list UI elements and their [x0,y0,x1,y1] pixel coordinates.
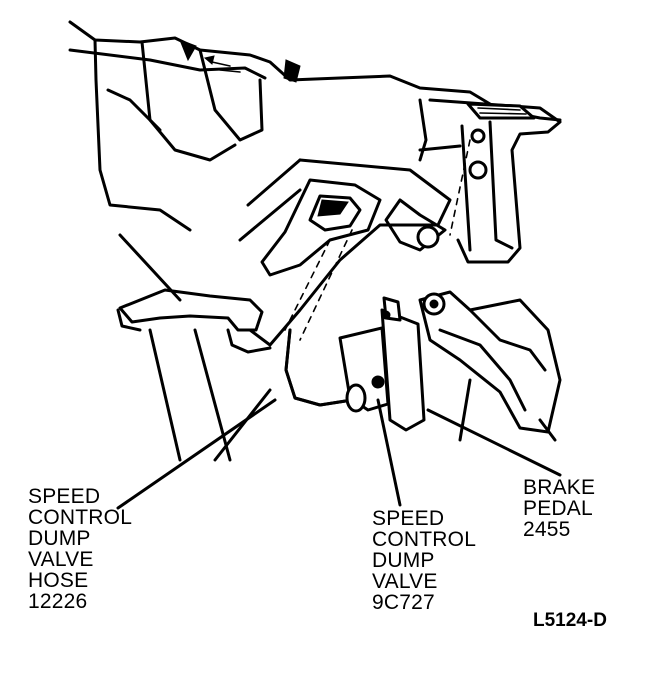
valve-label-line: VALVE [372,570,438,593]
leader-lines [116,398,562,510]
hose-label-line: CONTROL [28,506,133,529]
pedal-part-number: 2455 [523,518,571,541]
valve-part-number: 9C727 [372,591,435,614]
hose-part-number: 12226 [28,590,88,613]
lower-flange [116,288,272,354]
hose-label-line: DUMP [28,527,91,550]
valve-leader-line [376,398,402,507]
dump-valve-body [338,198,447,432]
pedal-support-bracket [418,98,562,264]
valve-label-line: DUMP [372,549,435,572]
pedal-label-line: BRAKE [523,476,596,499]
hose-label-line: VALVE [28,548,94,571]
figure-id: L5124-D [533,610,607,631]
dump-valve-hose [284,328,367,413]
hose-label-line: SPEED [28,485,101,508]
pedal-label-line: PEDAL [523,497,593,520]
valve-label-line: CONTROL [372,528,477,551]
hose-callout: SPEED CONTROL DUMP VALVE HOSE 12226 [28,486,132,612]
floor-lines [118,233,557,462]
valve-callout: SPEED CONTROL DUMP VALVE 9C727 [372,508,476,613]
brake-pedal-arm [418,290,562,434]
dashed-reference-lines [284,139,471,341]
pedal-leader-line [426,408,562,477]
pedal-callout: BRAKE PEDAL 2455 [523,477,595,540]
column-support-bracket [238,158,452,347]
valve-label-line: SPEED [372,507,445,530]
hose-leader-line [116,398,277,510]
hose-label-line: HOSE [28,569,89,592]
